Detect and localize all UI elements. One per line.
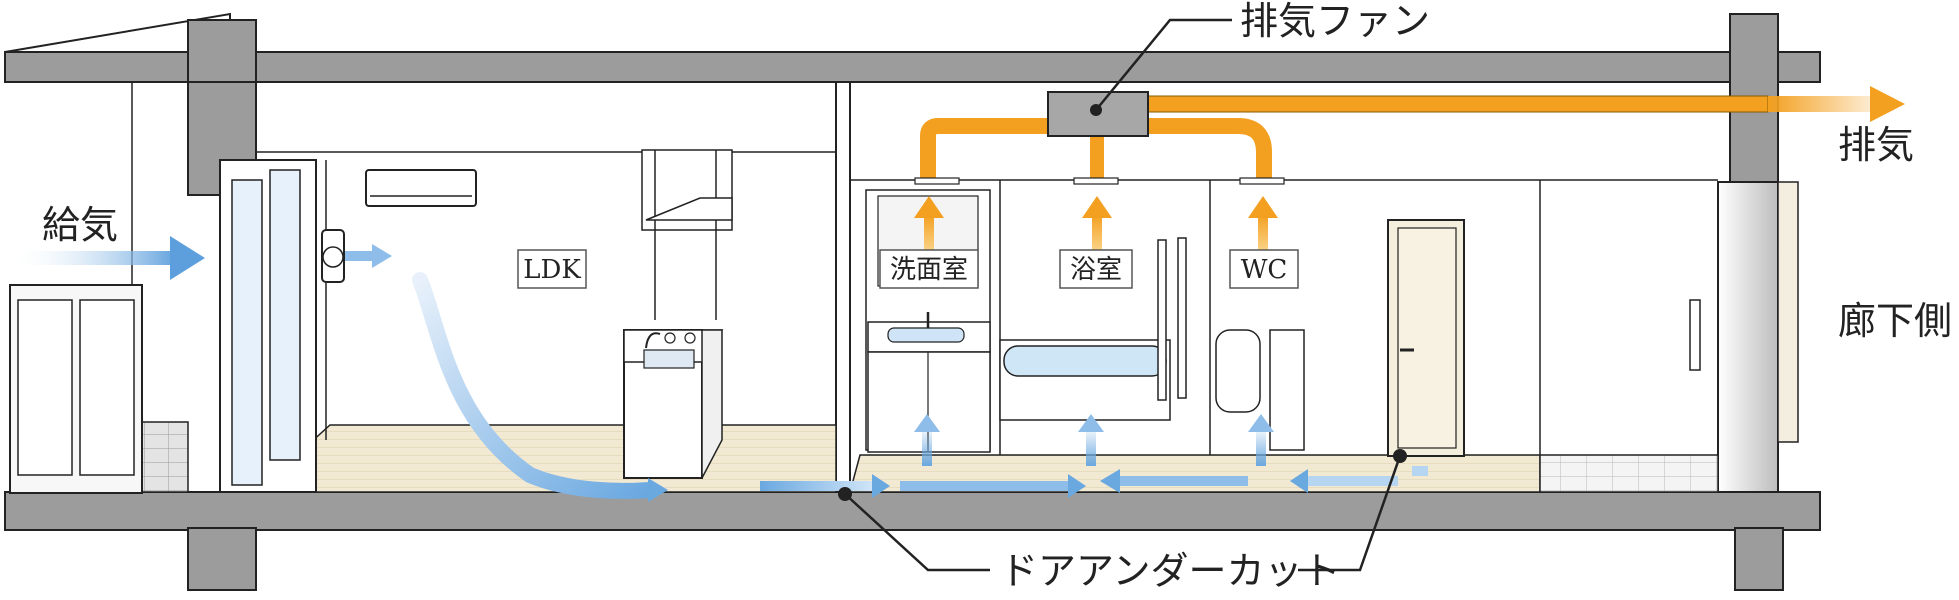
label-door-undercut: ドアアンダーカット <box>1000 549 1340 593</box>
room-label-washroom: 洗面室 <box>890 255 968 285</box>
supply-air-flow <box>8 236 668 502</box>
floor-air-flow <box>760 414 1428 498</box>
roof-slab <box>4 51 1821 83</box>
leader-lines <box>838 18 1407 572</box>
lower-column-right <box>1734 527 1784 591</box>
lower-column-left <box>187 527 257 591</box>
air-conditioner <box>365 169 477 207</box>
kitchen-unit <box>623 149 733 479</box>
label-exhaust: 排気 <box>1838 123 1914 167</box>
room-label-bathroom: 浴室 <box>1070 255 1122 285</box>
floor-slab <box>4 491 1821 531</box>
corridor-wall <box>1717 181 1779 493</box>
vanity <box>865 189 991 453</box>
toilet <box>1215 329 1305 451</box>
balcony <box>8 82 189 494</box>
label-supply: 給気 <box>42 203 118 247</box>
exhaust-system <box>914 86 1905 265</box>
label-corridor-side: 廊下側 <box>1838 299 1952 343</box>
callouts: 排気ファン 排気 給気 廊下側 ドアアンダーカット <box>42 0 1952 593</box>
exhaust-duct <box>1147 95 1769 113</box>
room-labels: LDK 洗面室 浴室 WC <box>517 249 1299 289</box>
room-label-wc: WC <box>1241 255 1288 285</box>
wet-area <box>849 179 1799 493</box>
bathtub <box>999 237 1187 421</box>
room-label-ldk: LDK <box>523 255 581 285</box>
label-exhaust-fan: 排気ファン <box>1240 0 1430 43</box>
ldk-room <box>8 149 837 502</box>
wall-ldk-bath <box>835 81 851 493</box>
exhaust-arrow <box>1870 86 1905 122</box>
